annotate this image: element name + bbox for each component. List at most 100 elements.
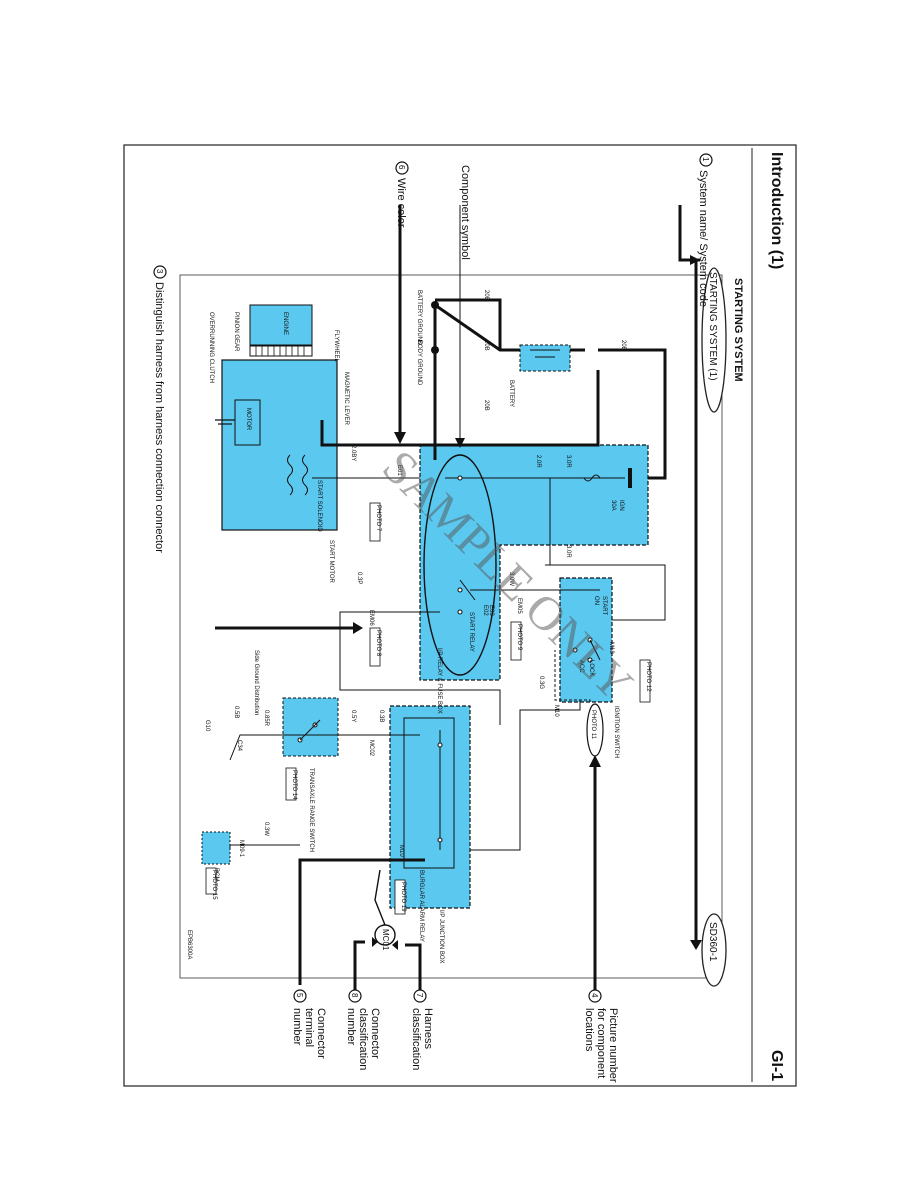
system-code-text: SD360-1 xyxy=(707,922,718,962)
ignition-switch-lever xyxy=(589,639,601,661)
label-ign-fuse: IGN xyxy=(618,500,624,511)
svg-text:Connector: Connector xyxy=(315,1008,327,1059)
transaxle-switch-region xyxy=(282,697,339,757)
svg-text:terminal: terminal xyxy=(303,1008,315,1047)
conn-m10-ex: M10 xyxy=(398,845,404,857)
svg-text:5: 5 xyxy=(295,993,304,998)
label-fuse-box: I/P RELAY & FUSE BOX xyxy=(436,648,442,714)
conn-em06: EM06 xyxy=(368,610,374,626)
label-engine: ENGINE xyxy=(282,312,288,335)
svg-text:number: number xyxy=(291,1008,303,1046)
label-magnetic-lever: MAGNETIC LEVER xyxy=(343,372,349,426)
label-start-solenoid: START SOLENOID xyxy=(316,480,322,532)
svg-text:locations: locations xyxy=(583,1008,595,1052)
start-relay-oval xyxy=(423,454,497,676)
wire-03g: 0.3G xyxy=(538,676,544,689)
svg-text:Distinguish harness from harne: Distinguish harness from harness connect… xyxy=(153,282,165,553)
svg-text:1: 1 xyxy=(701,157,710,162)
label-side-ground: Side Ground Distribution xyxy=(253,650,259,715)
annotation-connector-terminal: 5 Connector terminal number xyxy=(291,989,327,1059)
label-junction-box: I/P JUNCTION BOX xyxy=(438,910,444,964)
ground-icon xyxy=(431,301,439,354)
label-burglar-relay: BURGLAR ALARM RELAY xyxy=(418,870,424,942)
wire-20b-c: 20B xyxy=(483,340,489,351)
fuse-icon xyxy=(583,474,601,482)
svg-text:4: 4 xyxy=(590,993,599,998)
arrow-head-icon xyxy=(589,755,601,767)
label-motor: MOTOR xyxy=(245,408,251,431)
burglar-relay-box xyxy=(403,717,455,869)
wire-03b: 0.3B xyxy=(378,710,384,722)
wire-085r: 0.85R xyxy=(263,710,269,727)
svg-text:8: 8 xyxy=(350,993,359,998)
label-ignition-switch: IGNITION SWITCH xyxy=(613,706,619,758)
arrow-head-icon xyxy=(394,432,406,444)
conn-e02: E02 xyxy=(482,605,488,616)
annotation-wire-color: 6 Wire color xyxy=(395,161,409,228)
fuse-box-region xyxy=(419,444,649,681)
label-transaxle-switch: TRANSAXLE RANGE SWITCH xyxy=(308,768,314,852)
flywheel-teeth xyxy=(255,346,305,356)
conn-em05: EM05 xyxy=(516,598,522,614)
label-ign-fuse-rating: 30A xyxy=(610,500,616,511)
svg-text:for component: for component xyxy=(595,1008,607,1078)
page-border xyxy=(123,144,797,1087)
harness-connector-circle xyxy=(374,924,396,946)
svg-text:classification: classification xyxy=(357,1008,369,1070)
conn-e03: E03 xyxy=(488,605,494,616)
arrow-head-icon xyxy=(690,255,700,265)
svg-text:Component symbol: Component symbol xyxy=(459,165,471,260)
photo-11: PHOTO 11 xyxy=(590,710,596,740)
conn-c34: C34 xyxy=(236,740,242,752)
arrow-head-icon xyxy=(392,940,398,950)
svg-text:Connector: Connector xyxy=(369,1008,381,1059)
motor-symbol xyxy=(234,399,261,446)
diagram-frame xyxy=(179,274,723,979)
conn-g10: G10 xyxy=(204,720,210,732)
page-number: GI-1 xyxy=(768,1050,785,1081)
junction-box-region xyxy=(389,705,471,909)
svg-text:Picture number: Picture number xyxy=(607,1008,619,1083)
arrow-head-icon xyxy=(353,622,363,634)
annotation-component-symbol: Component symbol xyxy=(459,165,471,260)
wiring xyxy=(215,205,667,990)
connector-labels: M18 M10 C34 G10 E03 E02 M09-1 EM05 EM06 … xyxy=(204,465,614,858)
wire-20b-b: 20B xyxy=(483,290,489,301)
wire-03p: 0.3P xyxy=(356,572,362,584)
annotation-system-name: 1 System name/ System code xyxy=(697,153,713,307)
svg-text:3: 3 xyxy=(155,269,164,274)
solenoid-coil-icon xyxy=(287,454,308,496)
photo-labels: PHOTO 7 PHOTO 8 PHOTO 9 PHOTO 11 PHOTO 1… xyxy=(205,502,651,915)
label-body-ground: BODY GROUND xyxy=(416,340,422,386)
conn-m09-1: M09-1 xyxy=(238,840,244,858)
wire-05y: 0.5Y xyxy=(350,710,356,722)
range-switch-lever xyxy=(299,719,321,741)
label-start-motor: START MOTOR xyxy=(328,540,334,584)
photo-8: PHOTO 8 xyxy=(375,630,381,657)
harness-connector-text: MC01 xyxy=(381,929,390,951)
bcm-region xyxy=(201,831,231,865)
footer-code: EPB6300A xyxy=(186,930,192,959)
wire-20b-a: 20B xyxy=(620,340,626,351)
ignition-switch-region xyxy=(559,577,613,703)
label-sw-start: START xyxy=(601,596,607,615)
annotation-picture-number: 4 Picture number for component locations xyxy=(583,989,619,1083)
relay-switch-lever xyxy=(459,579,476,601)
conn-m10: M10 xyxy=(553,705,559,717)
label-sw-acc: ACC xyxy=(578,660,584,673)
arrow-head-icon xyxy=(455,438,465,448)
section-title: STARTING SYSTEM xyxy=(732,278,744,382)
wire-20bv: 2.0BY xyxy=(350,445,356,461)
label-sw-lock: LOCK xyxy=(588,660,594,676)
conn-m18: M18 xyxy=(608,642,614,654)
system-name-oval xyxy=(701,267,727,413)
wire-20r: 2.0R xyxy=(535,455,541,468)
wire-30w: 3.0W xyxy=(508,572,514,586)
arrow-head-icon xyxy=(372,937,378,947)
photo-9: PHOTO 9 xyxy=(516,624,522,651)
wire-05b: 0.5B xyxy=(233,706,239,718)
svg-text:Wire color: Wire color xyxy=(395,178,407,228)
photo-14: PHOTO 14 xyxy=(291,770,297,800)
wire-20b-d: 20B xyxy=(483,400,489,411)
wire-03w: 0.3W xyxy=(263,822,269,836)
